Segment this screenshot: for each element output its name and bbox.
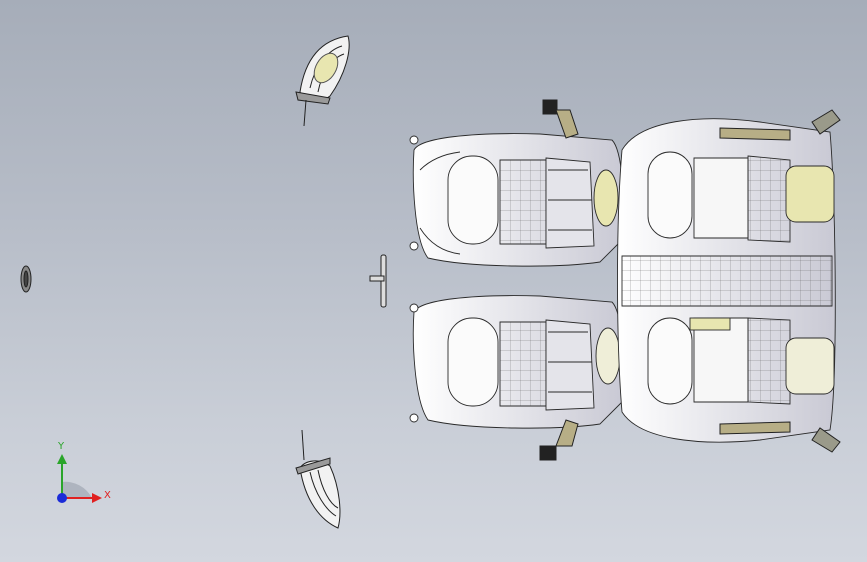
y-axis-arrowhead bbox=[57, 454, 67, 464]
seat-belt-bracket-right[interactable] bbox=[539, 419, 579, 461]
side-mirror-left[interactable] bbox=[295, 35, 350, 127]
triad-x-label: X bbox=[104, 490, 111, 501]
x-axis-arrowhead bbox=[92, 493, 102, 503]
front-seat-right[interactable] bbox=[409, 295, 624, 429]
rear-belt-anchor-top[interactable] bbox=[719, 109, 841, 141]
rearview-mirror[interactable] bbox=[369, 254, 387, 308]
side-mirror-right[interactable] bbox=[295, 429, 341, 529]
rear-belt-anchor-bottom[interactable] bbox=[719, 421, 841, 453]
seat-belt-bracket-left[interactable] bbox=[542, 99, 579, 139]
front-seat-left[interactable] bbox=[409, 133, 624, 267]
rear-seat-bench[interactable] bbox=[617, 118, 836, 443]
triad-y-label: Y bbox=[58, 441, 65, 452]
coordinate-triad bbox=[57, 454, 102, 503]
z-axis-dot bbox=[57, 493, 67, 503]
steering-hub-part[interactable] bbox=[20, 265, 32, 293]
